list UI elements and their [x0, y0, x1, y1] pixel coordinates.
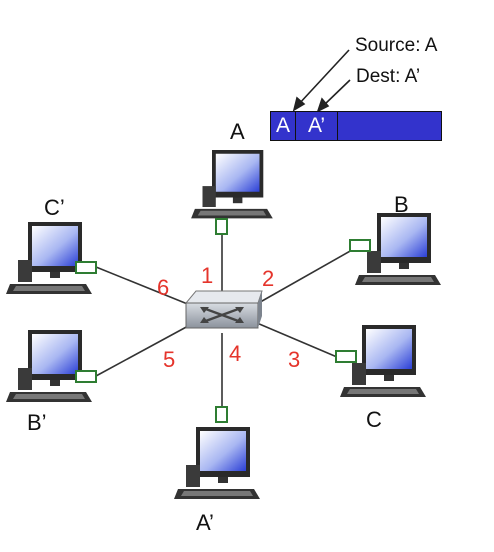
link-c	[249, 319, 338, 358]
host-c-prime-icon	[6, 222, 92, 294]
interface-c	[335, 350, 357, 363]
ethernet-frame: A A’	[270, 111, 442, 141]
host-label-c: C	[366, 407, 382, 432]
interfaces	[75, 218, 371, 423]
port-number-4: 4	[229, 341, 242, 366]
port-number-3: 3	[288, 347, 301, 372]
link-c-prime	[95, 266, 191, 306]
dest-annotation: Dest: A’	[356, 66, 421, 87]
annotation-arrows	[292, 49, 351, 113]
host-label-c-prime: C’	[44, 195, 65, 220]
port-number-5: 5	[163, 347, 176, 372]
interface-c-prime	[75, 261, 97, 274]
host-b-prime-icon	[6, 330, 92, 402]
host-label-a-prime: A’	[196, 510, 214, 535]
source-annotation: Source: A	[355, 35, 438, 56]
port-number-2: 2	[262, 266, 275, 291]
port-number-6: 6	[157, 275, 170, 300]
interface-b-prime	[75, 370, 97, 383]
port-number-1: 1	[201, 263, 214, 288]
link-b	[254, 249, 353, 306]
frame-dest-field: A’	[296, 112, 338, 140]
host-a-prime-icon	[174, 427, 260, 499]
host-a-icon	[191, 150, 273, 219]
interface-a-prime	[215, 406, 228, 423]
switch-icon	[184, 290, 263, 329]
links	[95, 232, 353, 410]
frame-source-field: A	[271, 112, 296, 140]
host-label-b: B	[394, 192, 409, 217]
host-label-b-prime: B’	[27, 410, 47, 435]
host-label-a: A	[230, 119, 245, 144]
interface-a	[215, 218, 228, 235]
interface-b	[349, 239, 371, 252]
link-b-prime	[95, 324, 191, 377]
